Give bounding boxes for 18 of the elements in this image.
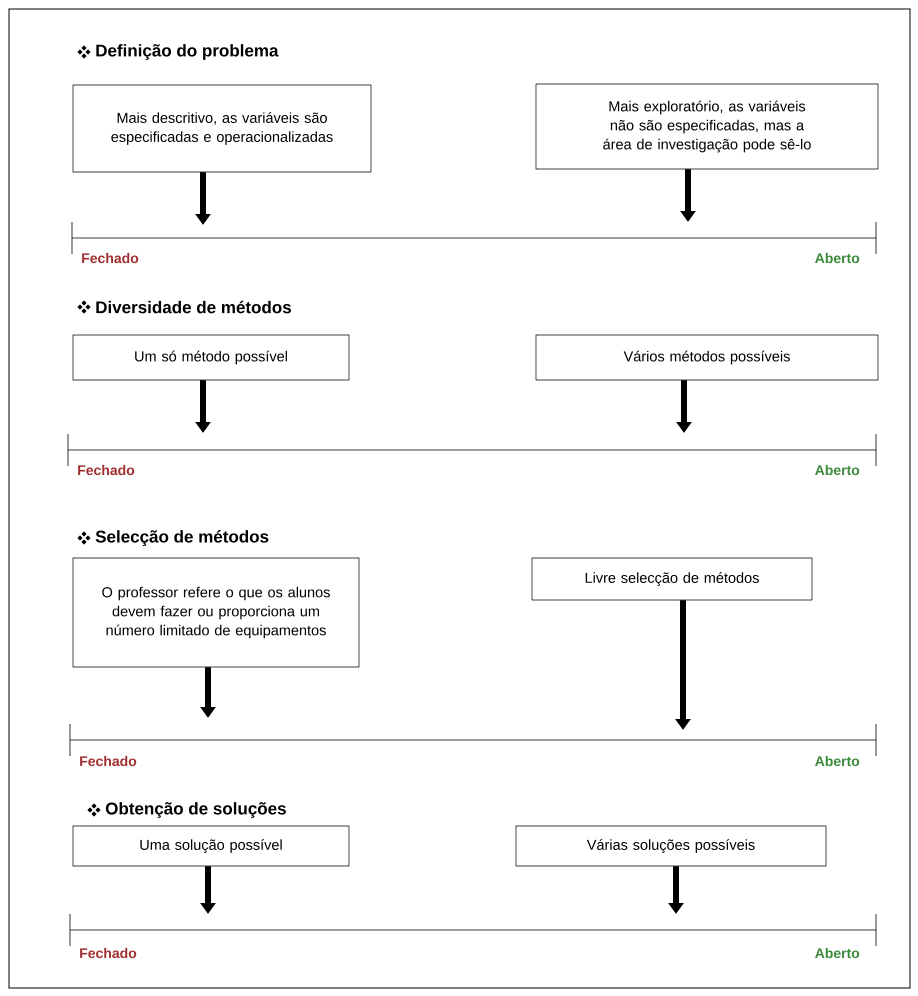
text-box: O professor refere o que os alunos devem fazer ou proporciona um número limitado de equipamentos	[72, 558, 360, 668]
text-box: Uma solução possível	[72, 826, 350, 866]
text-box: Várias soluções possíveis	[516, 826, 826, 866]
scale-label: Fechado	[80, 756, 136, 766]
scale-label: Fechado	[82, 252, 138, 264]
scale-label: Aberto	[815, 948, 860, 958]
text-box: Livre selecção de métodos	[532, 558, 812, 600]
scale-label: Aberto	[815, 756, 860, 766]
scale-label: Fechado	[78, 464, 134, 476]
section-heading: Diversidade de métodos	[96, 300, 291, 314]
text-box: Vários métodos possíveis	[536, 334, 878, 380]
scale-label: Aberto	[815, 252, 860, 264]
text-box: Mais exploratório, as variáveis não são especificadas, mas a área de investigação pode sê-lo	[536, 84, 878, 170]
scale-label: Fechado	[80, 948, 136, 958]
text-box: Mais descritivo, as variáveis são especificadas e operacionalizadas	[72, 84, 372, 172]
scale-label: Aberto	[815, 464, 860, 476]
text-box: Um só método possível	[72, 334, 350, 380]
section-heading: Definição do problema	[96, 44, 279, 60]
